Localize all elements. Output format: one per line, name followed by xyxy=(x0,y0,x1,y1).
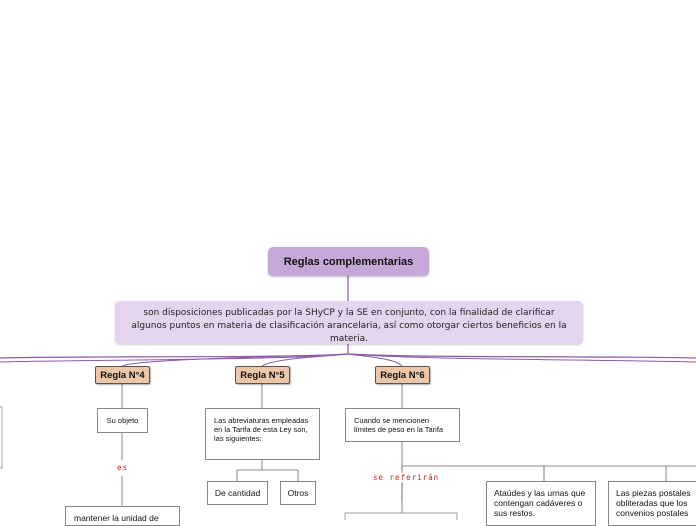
regla6-item-piezas-postales[interactable]: Las piezas postales obliteradas que los … xyxy=(608,481,696,526)
regla4-objeto-text: Su objeto xyxy=(106,416,139,425)
regla6-item-ataudes[interactable]: Ataúdes y las urnas que contengan cadáve… xyxy=(486,481,596,526)
regla6-peso-node[interactable]: Cuando se mencionen límites de peso en l… xyxy=(345,408,460,442)
regla6-item-piezas-text: Las piezas postales obliteradas que los … xyxy=(616,488,691,518)
rule-6-node[interactable]: Regla N°6 xyxy=(375,366,430,384)
root-title: Reglas complementarias xyxy=(283,255,414,268)
root-node[interactable]: Reglas complementarias xyxy=(268,247,429,276)
regla4-connector-label: es xyxy=(117,463,129,472)
regla4-objeto-node[interactable]: Su objeto xyxy=(97,408,148,433)
regla5-item-cantidad-text: De cantidad xyxy=(214,488,261,498)
regla4-result-node[interactable]: mantener la unidad de xyxy=(65,506,180,526)
regla6-connector-label: se referirán xyxy=(371,473,442,482)
rule-6-label: Regla N°6 xyxy=(380,369,425,381)
rule-5-node[interactable]: Regla N°5 xyxy=(235,366,290,384)
regla5-item-otros-text: Otros xyxy=(287,488,309,498)
rule-4-node[interactable]: Regla N°4 xyxy=(95,366,150,384)
regla6-peso-text: Cuando se mencionen límites de peso en l… xyxy=(354,416,444,434)
regla5-item-otros[interactable]: Otros xyxy=(280,481,316,505)
description-node[interactable]: son disposiciones publicadas por la SHyC… xyxy=(115,301,583,344)
rule-5-label: Regla N°5 xyxy=(240,369,285,381)
regla5-abreviaturas-node[interactable]: Las abreviaturas empleadas en la Tarifa … xyxy=(205,408,320,460)
regla4-result-text: mantener la unidad de xyxy=(74,513,159,523)
regla6-item-ataudes-text: Ataúdes y las urnas que contengan cadáve… xyxy=(494,488,586,518)
description-text: son disposiciones publicadas por la SHyC… xyxy=(131,308,567,344)
rule-4-label: Regla N°4 xyxy=(100,369,145,381)
regla5-item-cantidad[interactable]: De cantidad xyxy=(207,481,268,505)
regla5-abreviaturas-text: Las abreviaturas empleadas en la Tarifa … xyxy=(214,416,309,443)
